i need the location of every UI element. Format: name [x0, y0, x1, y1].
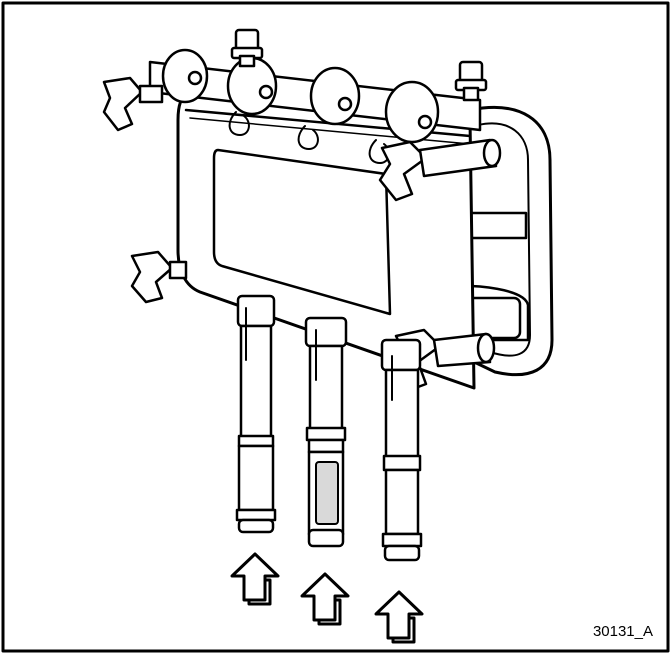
probe-left	[235, 294, 277, 534]
probe-right	[380, 338, 423, 562]
top-pin-right	[454, 60, 488, 102]
top-pin-left	[230, 28, 264, 68]
up-arrow-left	[230, 552, 280, 606]
header-rail	[148, 48, 482, 164]
wing-knob-top-right	[378, 138, 502, 202]
probe-center	[304, 316, 348, 548]
figure-id-label: 30131_A	[592, 623, 653, 640]
wing-knob-top-left	[102, 76, 164, 132]
up-arrow-right	[374, 590, 424, 644]
wing-knob-mid-left	[130, 250, 188, 304]
manifold-window	[212, 148, 392, 316]
up-arrow-center	[300, 572, 350, 626]
